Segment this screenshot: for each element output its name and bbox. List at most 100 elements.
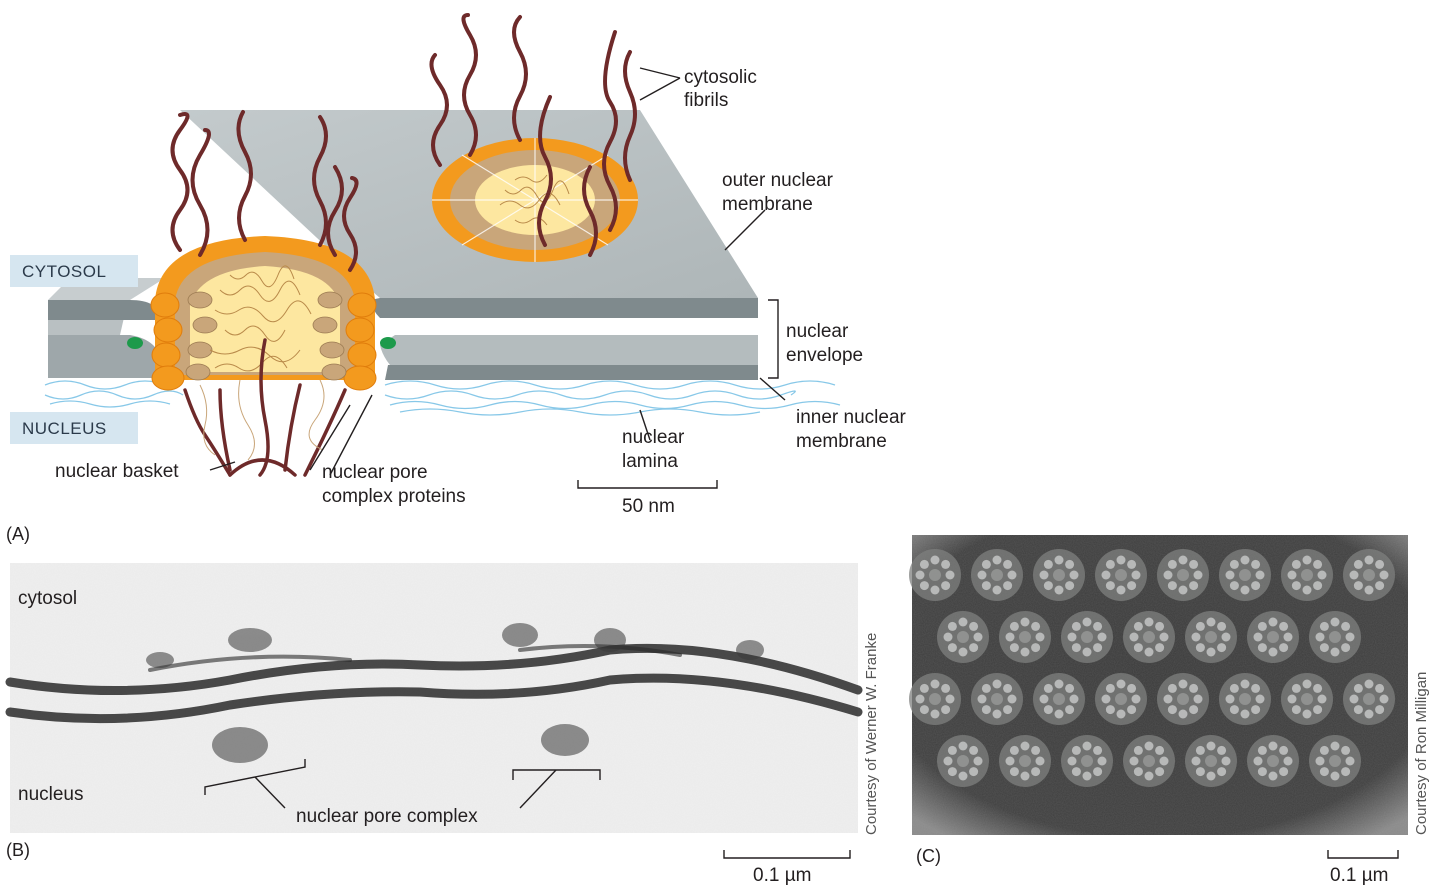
pore-subunit [1054, 709, 1064, 719]
pore-subunit [1155, 643, 1165, 653]
pore-core [1019, 755, 1031, 767]
pore-subunit [1291, 559, 1301, 569]
pore-subunit [1067, 756, 1077, 766]
pore-core [1081, 631, 1093, 643]
pore-subunit [969, 767, 979, 777]
pore-subunit [981, 581, 991, 591]
pore-subunit [1020, 741, 1030, 751]
pore-subunit [919, 559, 929, 569]
pore-subunit [1131, 694, 1141, 704]
pore-subunit [1257, 643, 1267, 653]
pore-subunit [1302, 585, 1312, 595]
pore-subunit [947, 621, 957, 631]
pore-subunit [919, 683, 929, 693]
label-cytosol-b: cytosol [18, 588, 77, 609]
pore-subunit [1240, 555, 1250, 565]
pore-core [1363, 693, 1375, 705]
pore-subunit [1313, 559, 1323, 569]
pore-subunit [1330, 741, 1340, 751]
pore-subunit [1268, 771, 1278, 781]
pore-subunit [1221, 632, 1231, 642]
pore-subunit [1268, 617, 1278, 627]
pore-subunit [1167, 683, 1177, 693]
pore-subunit [1319, 643, 1329, 653]
label-inner-membrane-2: membrane [796, 431, 887, 452]
pore-subunit [1375, 705, 1385, 715]
pore-subunit [1003, 581, 1013, 591]
pore-subunit [941, 559, 951, 569]
pore-subunit [1345, 632, 1355, 642]
label-outer-membrane-1: outer nuclear [722, 170, 834, 191]
pore-complex-side-view [150, 236, 377, 391]
panel-tag-a: (A) [6, 524, 30, 544]
panel-b: cytosol nucleus nuclear pore complex Cou… [5, 563, 880, 886]
pore-subunit [930, 679, 940, 689]
pore-core [929, 693, 941, 705]
pore-subunit [1116, 585, 1126, 595]
label-npc: nuclear pore complex [296, 806, 478, 827]
pore-subunit [1144, 617, 1154, 627]
pore-subunit [1159, 756, 1169, 766]
pore-subunit [1127, 581, 1137, 591]
nucleus-box [10, 412, 138, 444]
pore-subunit [1315, 632, 1325, 642]
npc-brackets [204, 759, 601, 809]
pore-subunit [1159, 632, 1169, 642]
panel-a: CYTOSOL NUCLEUS cytosolic fibrils outer … [6, 13, 907, 544]
pore-subunit [1229, 581, 1239, 591]
pore-subunit [1353, 683, 1363, 693]
pore-subunit [1133, 621, 1143, 631]
label-nuclear-lamina-2: lamina [622, 451, 678, 472]
pore-subunit [1105, 581, 1115, 591]
transmembrane-ring-left [127, 337, 143, 349]
pore-subunit [1129, 632, 1139, 642]
pore-subunit [1341, 745, 1351, 755]
pore-subunit [1178, 679, 1188, 689]
pore-subunit [1082, 771, 1092, 781]
pore-core [1239, 693, 1251, 705]
pore-core [1143, 631, 1155, 643]
pore-subunit [1195, 767, 1205, 777]
leader-lines-a [209, 67, 786, 476]
pore-subunit [947, 745, 957, 755]
pore-subunit [958, 741, 968, 751]
pore-subunit [1229, 683, 1239, 693]
pore-subunit [1257, 767, 1267, 777]
pore-subunit [943, 756, 953, 766]
pore-subunit [1144, 647, 1154, 657]
pore-subunit [1279, 621, 1289, 631]
pore-subunit [1287, 694, 1297, 704]
pore-subunit [969, 643, 979, 653]
pore-subunit [1009, 621, 1019, 631]
pore-subunit [1133, 643, 1143, 653]
pore-subunit [977, 694, 987, 704]
pore-subunit [1319, 621, 1329, 631]
pore-core [1329, 631, 1341, 643]
pore-subunit [1020, 617, 1030, 627]
pore-subunit [1189, 581, 1199, 591]
pore-subunit [1005, 756, 1015, 766]
pore-core [1267, 755, 1279, 767]
pore-subunit [1097, 756, 1107, 766]
label-inner-membrane-1: inner nuclear [796, 407, 907, 428]
pore-subunit [981, 559, 991, 569]
pore-subunit [1155, 767, 1165, 777]
pore-subunit [1003, 683, 1013, 693]
pore-subunit [1067, 632, 1077, 642]
pore-subunit [1039, 570, 1049, 580]
pore-subunit [1009, 745, 1019, 755]
pore-subunit [1206, 647, 1216, 657]
pore-subunit [1043, 705, 1053, 715]
pore-subunit [992, 679, 1002, 689]
pore-subunit [1317, 570, 1327, 580]
pore-subunit [1315, 756, 1325, 766]
pore-subunit [981, 705, 991, 715]
transmembrane-ring-right [380, 337, 396, 349]
scale-bar-c [1327, 850, 1399, 859]
pore-subunit [1009, 643, 1019, 653]
pore-subunit [969, 745, 979, 755]
pore-subunit [1257, 745, 1267, 755]
pore-subunit [958, 771, 968, 781]
pore-subunit [1035, 756, 1045, 766]
